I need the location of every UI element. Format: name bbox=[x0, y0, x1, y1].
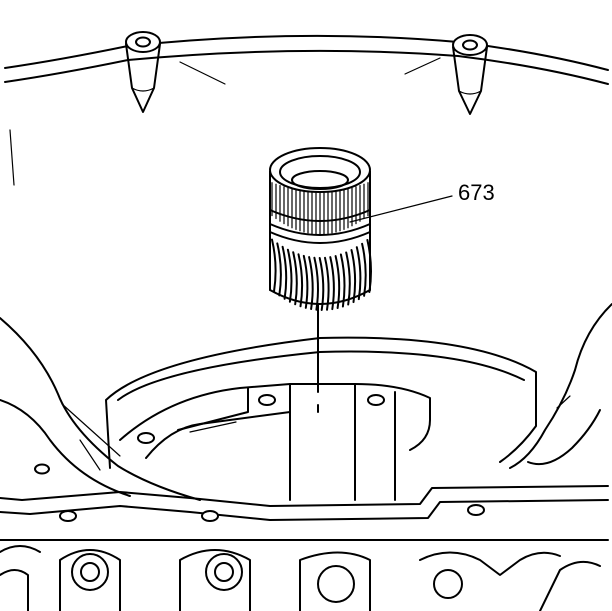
gear-helical-tooth bbox=[292, 251, 298, 306]
gear-helical-tooth bbox=[286, 248, 293, 303]
callout-label-673: 673 bbox=[458, 180, 495, 205]
gear-helical-tooth bbox=[329, 256, 335, 311]
gear-helical-tooth bbox=[281, 245, 288, 300]
gear-helical-tooth bbox=[276, 242, 282, 297]
gear-helical-tooth bbox=[339, 253, 346, 308]
transmission-case bbox=[0, 303, 612, 611]
callout-673: 673 bbox=[349, 180, 495, 223]
gear-helical-tooth bbox=[308, 256, 314, 311]
gear-helical-tooth bbox=[334, 255, 341, 310]
gear-component-673 bbox=[269, 147, 372, 311]
gear-helical-tooth bbox=[345, 251, 351, 306]
mounting-boss-right bbox=[452, 34, 488, 115]
gear-helical-tooth bbox=[350, 249, 357, 304]
housing-top-rim bbox=[4, 34, 609, 186]
gear-helical-tooth bbox=[366, 239, 372, 294]
gear-helical-tooth bbox=[324, 256, 330, 311]
gear-helical-tooth bbox=[318, 256, 325, 311]
gear-helical-tooth bbox=[361, 242, 367, 297]
gear-helical-tooth bbox=[355, 246, 362, 301]
gear-helical-tooth bbox=[313, 256, 319, 311]
mounting-boss-left bbox=[125, 31, 161, 113]
gear-helical-tooth bbox=[302, 254, 309, 309]
gear-helical-tooth bbox=[271, 238, 277, 293]
gear-helical-tooth bbox=[297, 253, 304, 308]
